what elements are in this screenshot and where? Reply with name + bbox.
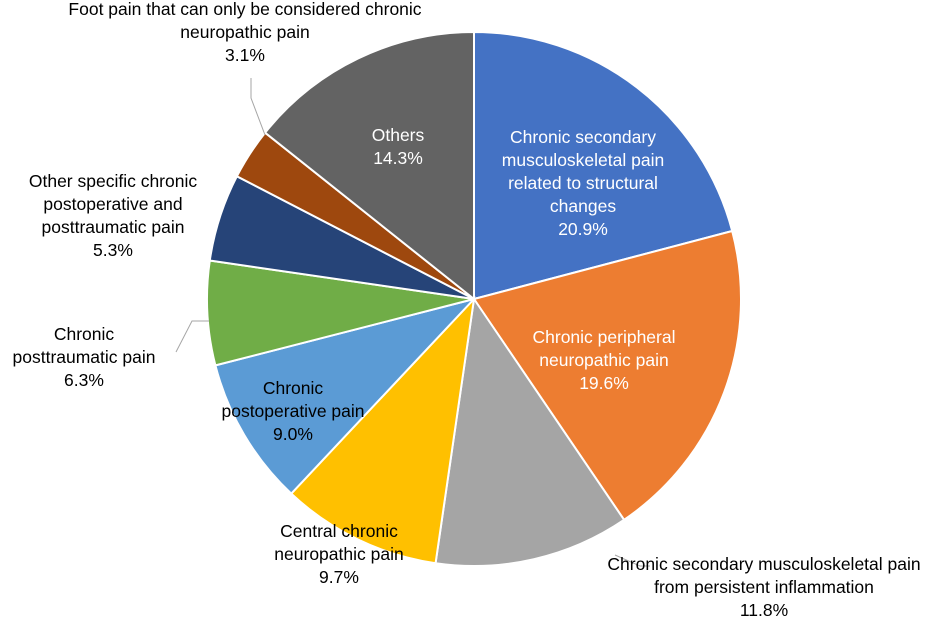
slice-label-line: neuropathic pain [274,544,403,564]
slice-label-line: Other specific chronic [29,171,198,191]
slice-label-line: neuropathic pain [180,22,309,42]
slice-percent: 11.8% [740,600,788,620]
slice-label-chronic-peripheral-neuropathic-pain: Chronic peripheral neuropathic pain 19.6% [533,327,676,393]
slice-label-line: Others [372,125,425,145]
pie-slice-chronic-secondary-musculoskeletal-pain-from-persistent-inflammation [434,296,626,567]
slice-label-chronic-posttraumatic-pain: Chronic posttraumatic pain 6.3% [13,324,156,390]
slice-labels: Chronic secondary musculoskeletal pain rel… [13,0,921,620]
slice-label-line: Foot pain that can only be considered ch… [68,0,421,19]
slice-label-chronic-postoperative-pain: Chronic postoperative pain 9.0% [221,378,364,444]
slice-label-line: neuropathic pain [539,350,668,370]
slice-label-line: Chronic secondary [510,127,656,147]
slice-label-line: changes [550,196,616,216]
slice-label-line: Chronic secondary musculoskeletal pain [607,554,920,574]
slice-label-line: musculoskeletal pain [502,150,664,170]
slice-label-chronic-secondary-musculoskeletal-pain-from-persistent-inflammation: Chronic secondary musculoskeletal pain fr… [607,554,920,620]
slice-label-line: related to structural [508,173,658,193]
pie-slice-chronic-postoperative-pain [214,297,478,496]
slice-percent: 9.0% [273,424,313,444]
slice-label-line: Chronic [263,378,324,398]
slice-percent: 14.3% [373,148,423,168]
slice-label-line: Central chronic [280,521,398,541]
pie-slice-others [263,30,475,302]
leader-line-chronic-secondary-musculoskeletal-pain-from-persistent-inflammation [614,554,650,567]
slice-percent: 6.3% [64,370,104,390]
slice-label-foot-pain-that-can-only-be-considered-chronic-neuropathic-pain: Foot pain that can only be considered ch… [68,0,421,65]
pie-slices [206,30,742,567]
slice-label-line: posttraumatic pain [13,347,156,367]
leader-line-chronic-posttraumatic-pain [175,320,209,353]
slice-label-chronic-secondary-musculoskeletal-pain-related-to-structural-changes: Chronic secondary musculoskeletal pain rel… [502,127,664,239]
slice-label-others: Others 14.3% [372,125,425,168]
pie-slice-central-chronic-neuropathic-pain [289,295,476,565]
leader-lines [175,78,650,567]
slice-label-line: postoperative pain [221,401,364,421]
slice-label-line: posttraumatic pain [42,217,185,237]
slice-percent: 20.9% [558,219,608,239]
pie-slice-chronic-peripheral-neuropathic-pain [472,229,742,522]
slice-percent: 9.7% [319,567,359,587]
leader-line-foot-pain-that-can-only-be-considered-chronic-neuropathic-pain [250,78,266,136]
slice-percent: 5.3% [93,240,133,260]
slice-label-line: from persistent inflammation [654,577,874,597]
slice-label-line: postoperative and [43,194,182,214]
slice-label-other-specific-chronic-postoperative-and-posttraumatic-pain: Other specific chronic postoperative and p… [29,171,198,260]
slice-percent: 19.6% [579,373,629,393]
slice-label-line: Chronic peripheral [533,327,676,347]
slice-label-central-chronic-neuropathic-pain: Central chronic neuropathic pain 9.7% [274,521,403,587]
slice-percent: 3.1% [225,45,265,65]
slice-label-line: Chronic [54,324,115,344]
pie-slice-chronic-secondary-musculoskeletal-pain-related-to-structural-changes [473,30,734,301]
